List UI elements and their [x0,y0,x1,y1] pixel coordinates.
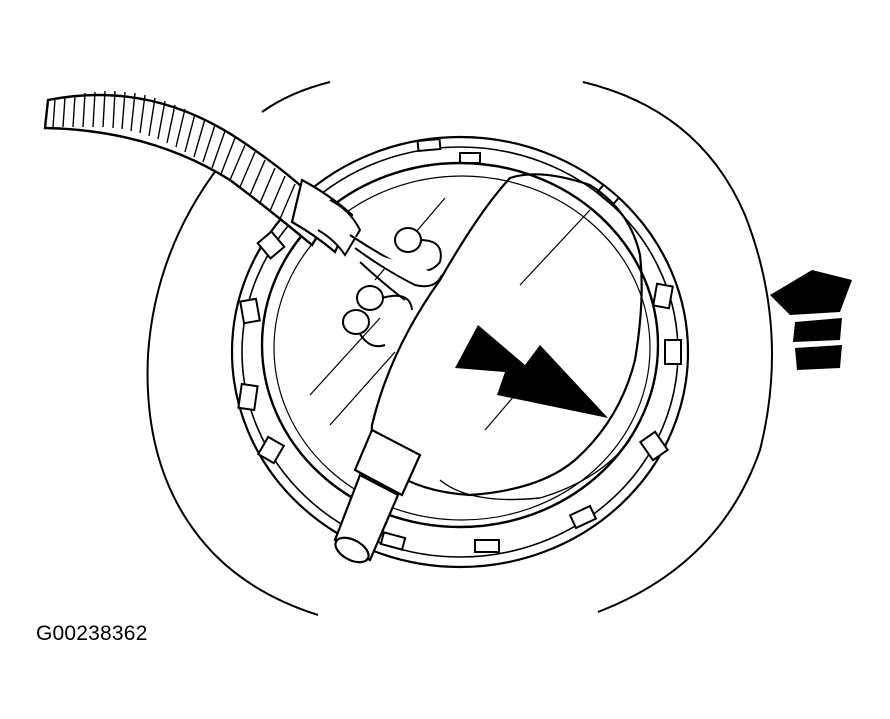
connector-1 [394,227,442,263]
removal-direction-arrow [455,325,608,418]
lock-ring [230,135,690,569]
electrical-connectors [342,227,443,348]
connector-2 [356,285,413,311]
front-direction-indicator [770,270,852,370]
fuel-tank-opening [146,81,773,616]
figure-code: G00238362 [36,622,148,645]
connector-3 [342,309,386,348]
fuel-pump-cover [260,161,660,529]
lock-ring-tabs [237,137,682,553]
wiring-harness [43,90,362,257]
fuel-line-fitting [333,428,422,564]
